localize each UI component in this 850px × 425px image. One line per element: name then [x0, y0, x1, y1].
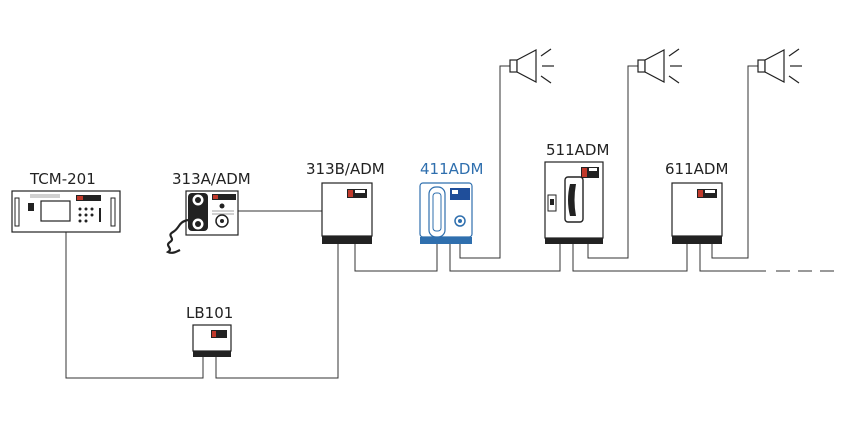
wiring — [65, 65, 766, 379]
wire-411-511 — [449, 244, 561, 272]
tcm201-buttons — [78, 207, 94, 223]
313b-base — [322, 236, 372, 244]
device-411adm: 411ADM — [419, 160, 483, 244]
511adm-handset — [568, 184, 576, 216]
horn-speaker-2 — [637, 48, 682, 84]
lb101-label: LB101 — [186, 304, 233, 322]
wire-tcm-lb101 — [65, 232, 204, 379]
lb101-base — [193, 351, 231, 357]
device-tcm201: TCM-201 — [11, 170, 121, 233]
wire-511-speaker-2 — [587, 65, 638, 259]
411adm-base — [420, 237, 472, 244]
511adm-label: 511ADM — [546, 141, 609, 159]
wire-511-611 — [572, 244, 688, 272]
wire-411-speaker-1 — [459, 65, 510, 259]
device-511adm: 511ADM — [544, 141, 609, 244]
wire-lb101-313b — [215, 244, 339, 379]
device-313b: 313B/ADM — [306, 160, 385, 244]
horn-speaker-3 — [757, 48, 802, 84]
tcm201-brand-plate — [76, 195, 101, 201]
611adm-brand-plate — [697, 189, 717, 198]
tcm201-indicator-bar — [99, 208, 101, 222]
411adm-label: 411ADM — [420, 160, 483, 178]
device-313a: 313A/ADM — [165, 170, 251, 254]
313b-brand-plate — [347, 189, 367, 198]
313a-brand-plate — [212, 194, 236, 200]
wire-611-speaker-3 — [711, 65, 758, 259]
wire-611-out — [699, 244, 766, 272]
313a-coiled-cord — [165, 218, 189, 254]
411adm-handset — [428, 186, 446, 238]
wire-313b-411 — [354, 244, 438, 272]
lb101-brand-plate — [211, 330, 227, 338]
511adm-base — [545, 238, 603, 244]
tcm201-rack-ear-left — [14, 197, 20, 227]
horn-speaker-1 — [509, 48, 554, 84]
device-611adm: 611ADM — [665, 160, 728, 244]
tcm201-display — [40, 200, 71, 222]
tcm201-brand-red — [77, 196, 83, 200]
313a-label: 313A/ADM — [172, 170, 251, 188]
611adm-base — [672, 236, 722, 244]
511adm-brand-plate — [581, 167, 599, 178]
tcm201-power-switch — [28, 203, 34, 211]
313a-handset-cradle — [188, 193, 208, 231]
313a-button — [219, 203, 225, 209]
device-lb101: LB101 — [186, 304, 233, 357]
tcm201-rack-ear-right — [110, 197, 116, 227]
611adm-label: 611ADM — [665, 160, 728, 178]
313b-label: 313B/ADM — [306, 160, 385, 178]
tcm201-label: TCM-201 — [29, 170, 96, 188]
